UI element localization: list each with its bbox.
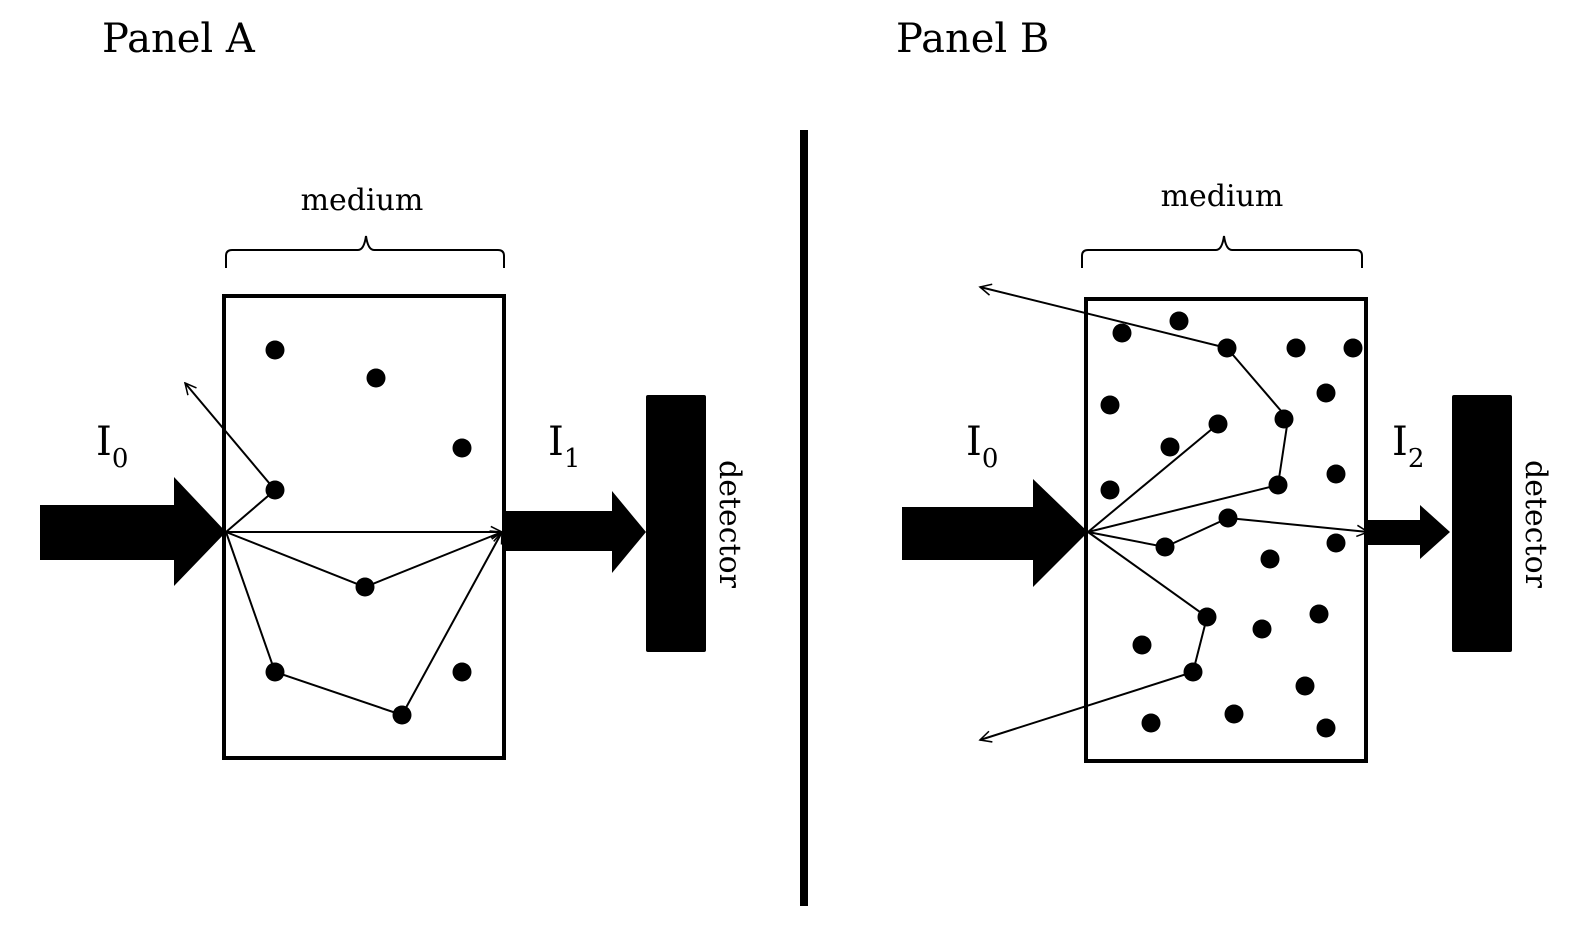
panel-b-scatterer <box>1217 338 1237 358</box>
panel-a-detector-label: detector <box>712 460 747 589</box>
panel-b-transmitted-label: I2 <box>1392 419 1424 474</box>
panel-b-incident-label: I0 <box>966 419 998 474</box>
panel-b-path-transmitted <box>1087 516 1368 549</box>
panel-a-scatterer <box>355 577 375 597</box>
panel-a-scatterer <box>366 368 386 388</box>
panel-b-scatterer <box>1155 537 1175 557</box>
panel-a-medium-box <box>222 294 506 760</box>
panel-b-scatterer <box>1274 409 1294 429</box>
panel-a-title: Panel A <box>102 16 256 62</box>
panel-a-scatterer <box>392 705 412 725</box>
panel-a: Panel A medium I0 I1 detector <box>40 16 747 760</box>
panel-b-path-absorbed-upper <box>1087 423 1219 533</box>
panel-b-scatterer <box>1100 395 1120 415</box>
panel-a-scatterer <box>265 480 285 500</box>
panel-divider <box>800 130 808 906</box>
panel-b-scatterer <box>1160 437 1180 457</box>
panel-b-scatterers <box>1100 311 1363 738</box>
panel-a-incident-beam-arrow <box>40 477 226 586</box>
panel-b-medium-box <box>1084 297 1368 763</box>
panel-b-scatterer <box>1169 311 1189 331</box>
panel-b-scatterer <box>1224 704 1244 724</box>
panel-b-scatterer <box>1197 607 1217 627</box>
panel-b-scatterer <box>1268 475 1288 495</box>
panel-b-scatterer <box>1260 549 1280 569</box>
panel-b-scatterer <box>1141 713 1161 733</box>
panel-a-scatterers <box>265 340 472 725</box>
panel-b-detector-label: detector <box>1518 460 1553 589</box>
panel-b: Panel B medium I0 I2 detector <box>896 16 1553 763</box>
panel-b-scatterer <box>1326 464 1346 484</box>
panel-a-scatterer <box>452 662 472 682</box>
panel-a-incident-label: I0 <box>96 419 128 474</box>
panel-b-scatterer <box>1218 508 1238 528</box>
panel-a-detector <box>646 395 706 652</box>
panel-b-scatterer <box>1183 662 1203 682</box>
panel-b-scatterer <box>1252 619 1272 639</box>
panel-a-scatterer <box>452 438 472 458</box>
panel-b-scatterer <box>1343 338 1363 358</box>
panel-b-scatterer <box>1309 604 1329 624</box>
panel-b-scatterer <box>1100 480 1120 500</box>
panel-b-scatterer <box>1326 533 1346 553</box>
panel-b-scatterer <box>1132 635 1152 655</box>
panel-a-medium-brace <box>225 235 505 268</box>
panel-b-detector <box>1452 395 1512 652</box>
panel-a-medium-label: medium <box>301 183 424 218</box>
panel-b-medium-brace <box>1081 235 1363 268</box>
panel-b-title: Panel B <box>896 16 1049 62</box>
panel-b-incident-beam-arrow <box>902 479 1088 587</box>
panel-b-scatterer <box>1112 323 1132 343</box>
panel-b-scatterer <box>1208 414 1228 434</box>
panel-a-path-double-scatter <box>225 532 503 717</box>
panel-b-transmitted-beam-arrow <box>1368 505 1450 559</box>
panel-a-photon-paths <box>185 383 503 717</box>
panel-b-scatterer <box>1316 718 1336 738</box>
panel-b-path-backscatter-bottom <box>980 531 1209 740</box>
panel-b-scatterer <box>1295 676 1315 696</box>
panel-b-path-backscatter-top <box>980 287 1290 533</box>
panel-a-transmitted-label: I1 <box>548 419 580 474</box>
panel-a-transmitted-beam-arrow <box>506 491 646 573</box>
panel-b-scatterer <box>1316 383 1336 403</box>
panel-a-scatterer <box>265 662 285 682</box>
panel-b-scatterer <box>1286 338 1306 358</box>
panel-b-medium-label: medium <box>1161 179 1284 214</box>
panel-a-scatterer <box>265 340 285 360</box>
